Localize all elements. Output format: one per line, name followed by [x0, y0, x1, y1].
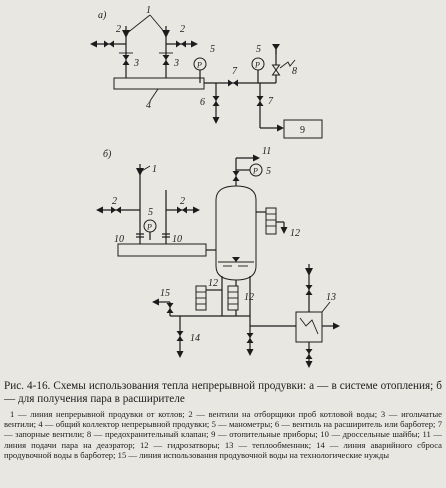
panel-b: б) 1 2 2 P 5 10 10 — [96, 146, 340, 368]
label-9-a: 9 — [300, 125, 305, 136]
safety-valve-icon — [272, 64, 280, 76]
shutoff-valve-icon — [228, 79, 238, 87]
label-13-b: 13 — [326, 292, 336, 303]
svg-text:P: P — [146, 223, 152, 232]
expander-vessel — [215, 185, 257, 281]
label-15-b: 15 — [160, 288, 170, 299]
label-2-a-right: 2 — [180, 24, 185, 35]
expander-valve-icon — [212, 96, 220, 106]
steam-valve-icon — [232, 171, 240, 181]
label-14-b: 14 — [190, 333, 200, 344]
svg-text:P: P — [254, 61, 260, 70]
label-1-b: 1 — [152, 164, 157, 175]
blowdown-collector — [113, 77, 205, 90]
flow-arrow-icon — [122, 30, 130, 38]
panel-a-label: а) — [98, 10, 107, 21]
caption-legend: 1 — линия непрерывной продувки от котлов… — [4, 409, 442, 460]
label-12-b-mid: 12 — [208, 278, 218, 289]
sampling-valve-icon — [111, 206, 121, 214]
heating-appliance — [283, 119, 323, 139]
label-2-b-left: 2 — [112, 196, 117, 207]
label-8-a: 8 — [292, 66, 297, 77]
label-1-leader-a — [125, 14, 151, 35]
pressure-gauge-icon — [143, 219, 157, 233]
figure-caption: Рис. 4-16. Схемы использования тепла неп… — [4, 380, 442, 460]
process-valve-icon — [166, 303, 174, 313]
label-12-b-low: 12 — [244, 292, 254, 303]
label-7-a-bottom: 7 — [268, 96, 274, 107]
blowdown-collector — [117, 243, 207, 257]
exchanger-valve-icon — [305, 285, 313, 295]
needle-valve-icon — [162, 55, 170, 65]
shutoff-valve-icon — [256, 96, 264, 106]
label-12-b-right: 12 — [290, 228, 300, 239]
label-5-b-left: 5 — [148, 207, 153, 218]
panel-b-label: б) — [103, 149, 112, 160]
hydraulic-seal — [265, 207, 277, 235]
label-4-a: 4 — [146, 100, 151, 111]
label-2-a-left: 2 — [116, 24, 121, 35]
label-2-b-right: 2 — [180, 196, 185, 207]
shutoff-valve-icon — [246, 333, 254, 343]
needle-valve-icon — [122, 55, 130, 65]
emergency-valve-icon — [176, 331, 184, 341]
pressure-gauge-icon — [249, 163, 263, 177]
sampling-valve-icon — [177, 206, 187, 214]
svg-text:P: P — [252, 167, 258, 176]
label-1-a: 1 — [146, 5, 151, 16]
flow-arrow-icon — [162, 30, 170, 38]
label-6-a: 6 — [200, 97, 205, 108]
pressure-gauge-icon — [251, 57, 265, 71]
scheme-drawing: а) 1 2 2 3 3 4 P 5 — [90, 5, 340, 368]
panel-a: а) 1 2 2 3 3 4 P 5 — [90, 5, 323, 139]
caption-title: Рис. 4-16. Схемы использования тепла неп… — [4, 380, 442, 405]
label-5-a-right: 5 — [256, 44, 261, 55]
label-5-a-left: 5 — [210, 44, 215, 55]
label-11-b: 11 — [262, 146, 271, 157]
label-10-b-right: 10 — [172, 234, 182, 245]
label-3-a-left: 3 — [133, 58, 139, 69]
pressure-gauge-icon — [193, 57, 207, 71]
exchanger-valve-icon — [305, 349, 313, 359]
label-3-a-right: 3 — [173, 58, 179, 69]
heat-exchanger — [295, 311, 323, 343]
label-7-a-top: 7 — [232, 66, 238, 77]
label-10-b-left: 10 — [114, 234, 124, 245]
label-5-b-right: 5 — [266, 166, 271, 177]
svg-text:P: P — [196, 61, 202, 70]
sampling-valve-icon — [104, 40, 114, 48]
sampling-valve-icon — [176, 40, 186, 48]
